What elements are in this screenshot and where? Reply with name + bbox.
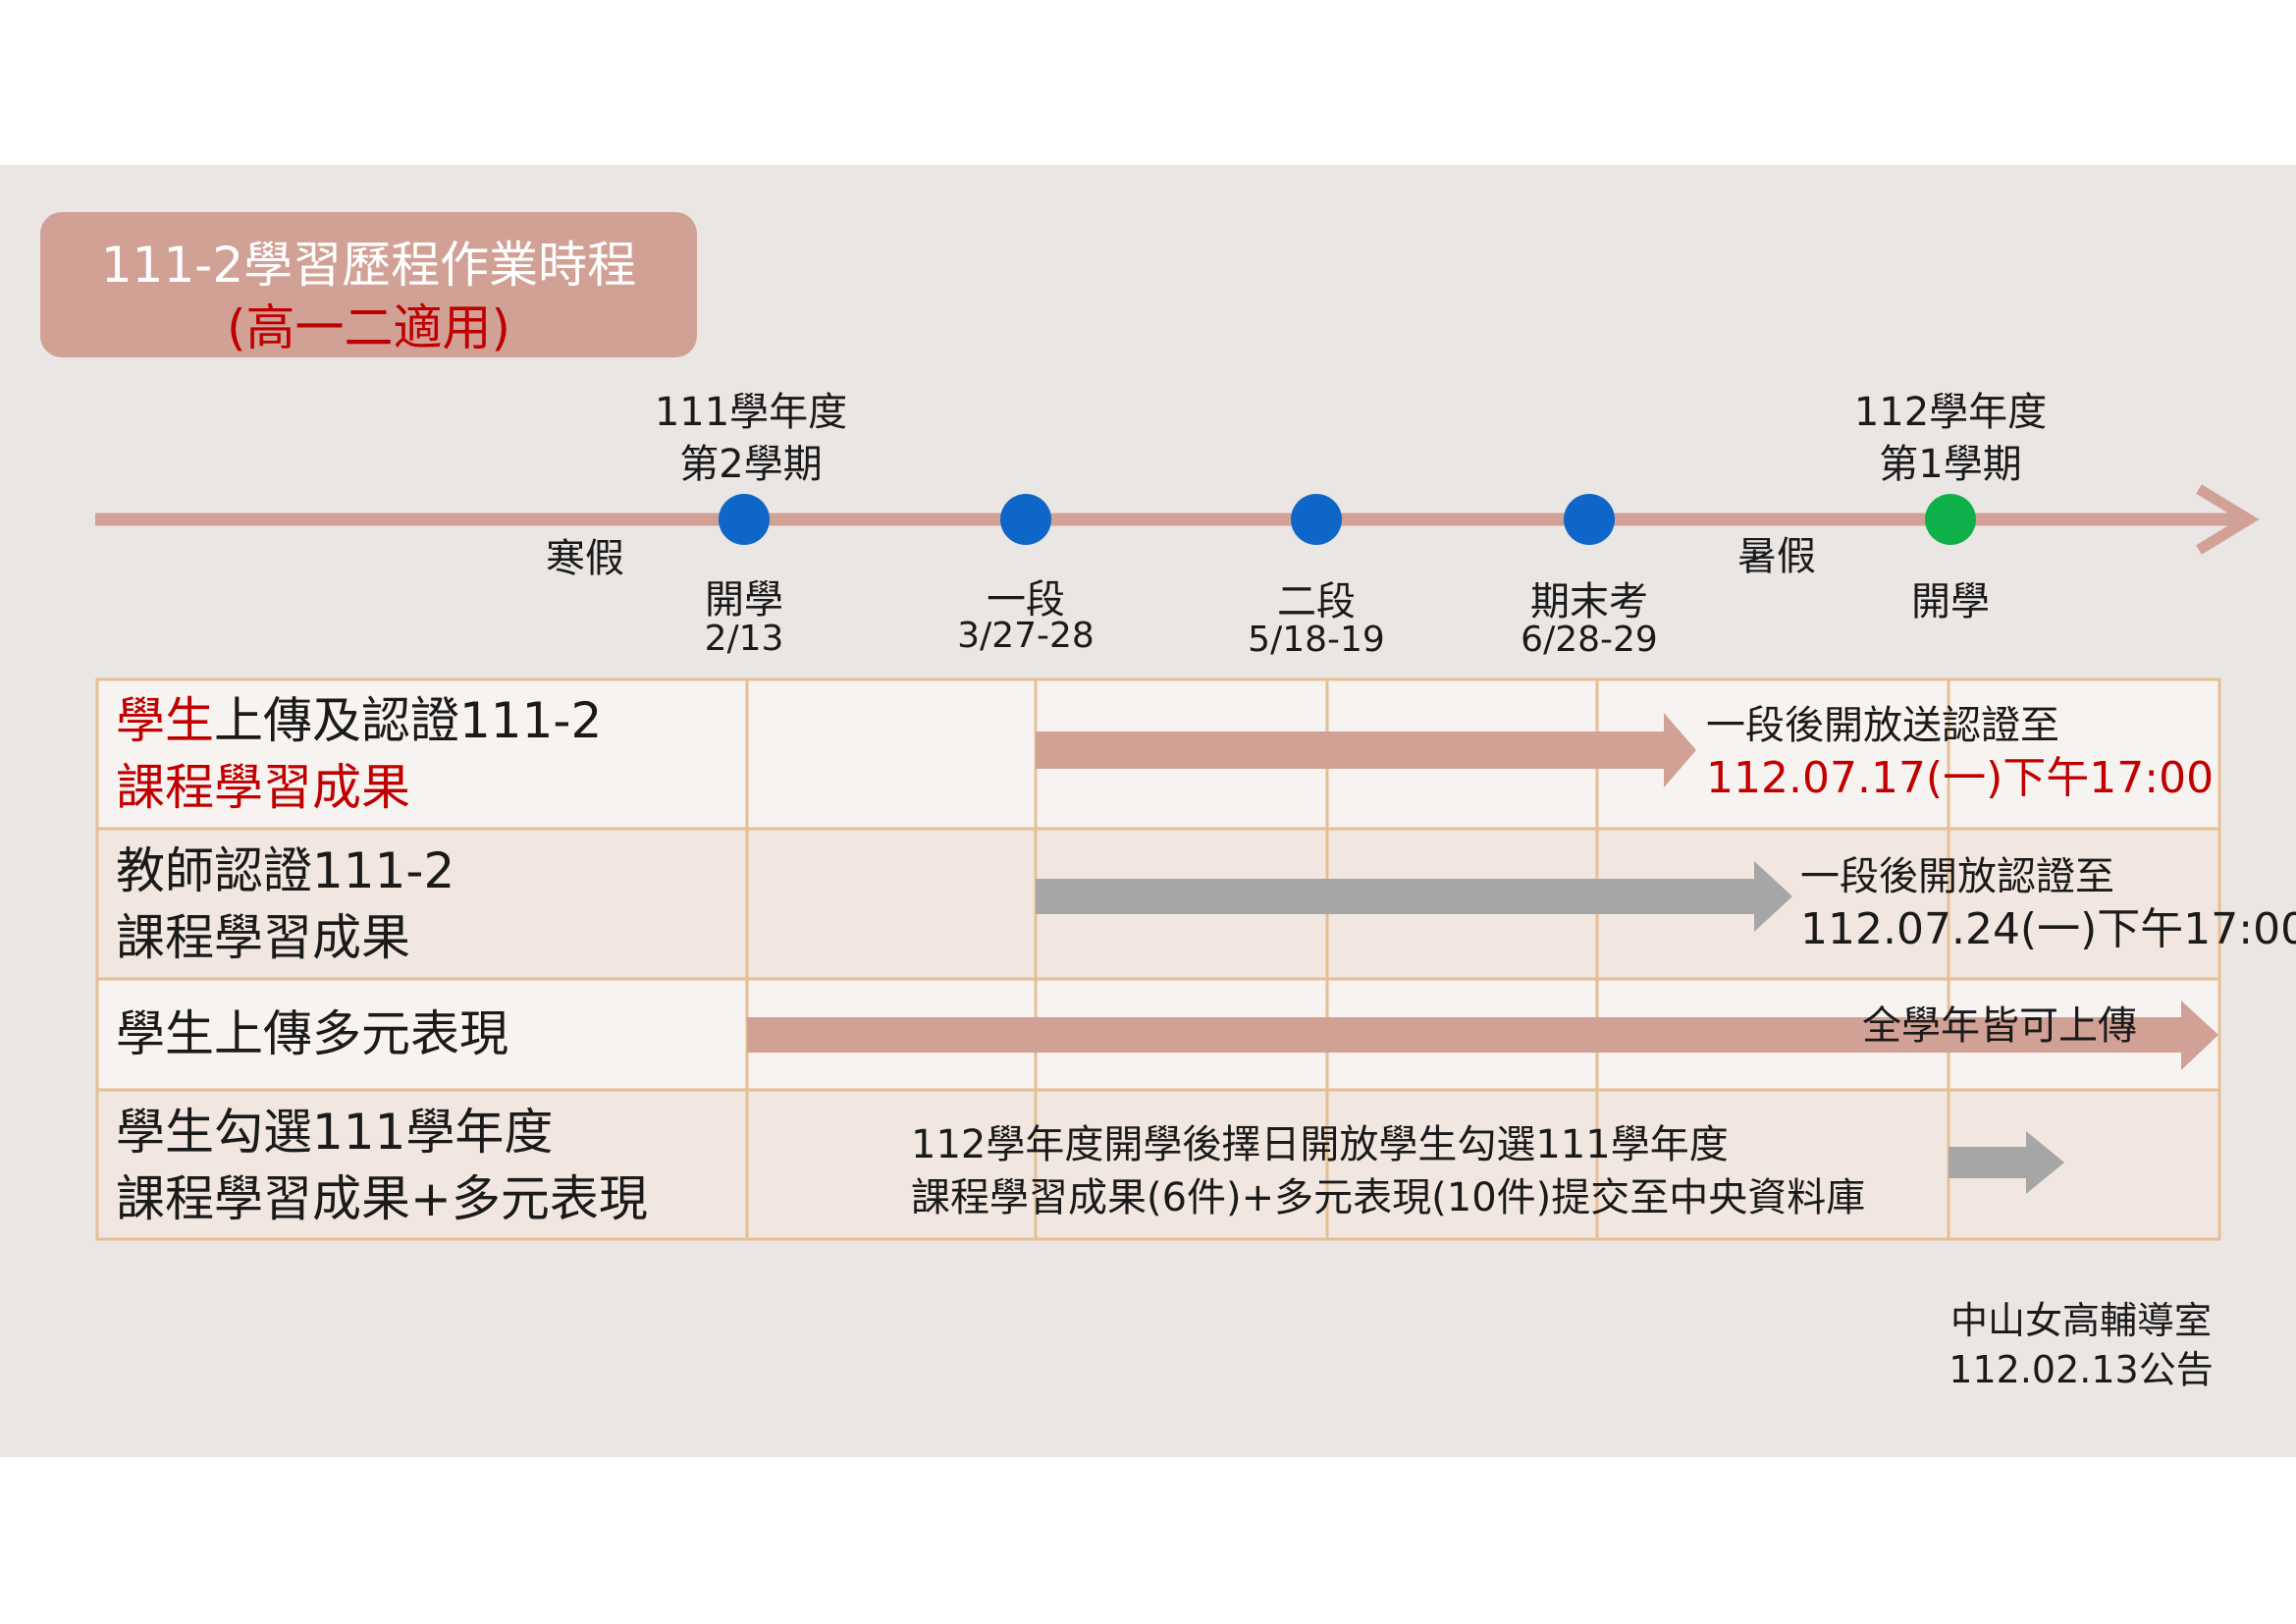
row-1-label-line1: 學生上傳及認證111-2: [116, 687, 602, 754]
milestone-dot-final: [1564, 494, 1615, 545]
term-label-112-term: 第1學期: [1879, 442, 2022, 487]
row-2-note-line1: 一段後開放認證至: [1800, 854, 2114, 899]
row-4-note-line2: 課程學習成果(6件)+多元表現(10件)提交至中央資料庫: [911, 1175, 1866, 1220]
milestone-name-final: 期末考: [1530, 579, 1648, 624]
row-4-label-line2: 課程學習成果+多元表現: [116, 1170, 648, 1227]
term-label-111-year: 111學年度: [654, 390, 848, 435]
row-2-note-line2: 112.07.24(一)下午17:00: [1800, 904, 2296, 954]
page-title: 111-2學習歷程作業時程: [100, 237, 637, 294]
table-grid: [95, 677, 2221, 1241]
row-4-note-line1: 112學年度開學後擇日開放學生勾選111學年度: [911, 1122, 1729, 1167]
milestone-name-start: 開學: [705, 577, 783, 623]
milestone-dot-exam1: [1000, 494, 1051, 545]
milestone-name-next-start: 開學: [1911, 579, 1990, 624]
milestone-dot-start: [719, 494, 770, 545]
row-2-label-line1: 教師認證111-2: [116, 842, 455, 899]
row-4-label-line1: 學生勾選111學年度: [116, 1104, 554, 1161]
row-2-label-line2: 課程學習成果: [116, 909, 410, 966]
timeline-arrowhead: [2196, 484, 2260, 555]
winter-break-label: 寒假: [546, 536, 624, 581]
milestone-name-exam2: 二段: [1277, 579, 1356, 624]
term-label-112-year: 112學年度: [1853, 390, 2048, 435]
milestone-date-exam1: 3/27-28: [957, 616, 1095, 656]
row-1-label-rest: 上傳及認證111-2: [214, 692, 603, 749]
row-1-label-red: 學生: [116, 692, 214, 749]
milestone-dot-exam2: [1291, 494, 1342, 545]
milestone-date-final: 6/28-29: [1521, 620, 1658, 660]
page-subtitle: (高一二適用): [226, 299, 510, 356]
term-label-111-term: 第2學期: [679, 442, 823, 487]
row-3-note: 全學年皆可上傳: [1862, 1003, 2137, 1049]
row-3-arrow: [747, 1001, 2218, 1070]
row-1-note-line2: 112.07.17(一)下午17:00: [1706, 753, 2215, 803]
milestone-name-exam1: 一段: [987, 577, 1065, 623]
title-box: 111-2學習歷程作業時程 (高一二適用): [40, 212, 697, 357]
footer-date: 112.02.13公告: [1949, 1348, 2214, 1391]
milestone-date-start: 2/13: [704, 619, 784, 659]
footer-office: 中山女高輔導室: [1949, 1299, 2212, 1342]
row-2-arrow: [1036, 861, 1792, 932]
row-3-label: 學生上傳多元表現: [116, 1005, 508, 1062]
row-4-arrow: [1949, 1131, 2064, 1194]
row-4-bg: [97, 1090, 2219, 1239]
row-1-label-line2: 課程學習成果: [116, 759, 410, 816]
row-1-arrow: [1036, 713, 1696, 787]
row-1-note-line1: 一段後開放送認證至: [1706, 703, 2059, 748]
milestone-dot-next-start: [1925, 494, 1976, 545]
milestone-date-exam2: 5/18-19: [1248, 620, 1385, 660]
summer-break-label: 暑假: [1737, 534, 1816, 579]
footer: 中山女高輔導室 112.02.13公告: [1924, 1296, 2238, 1394]
